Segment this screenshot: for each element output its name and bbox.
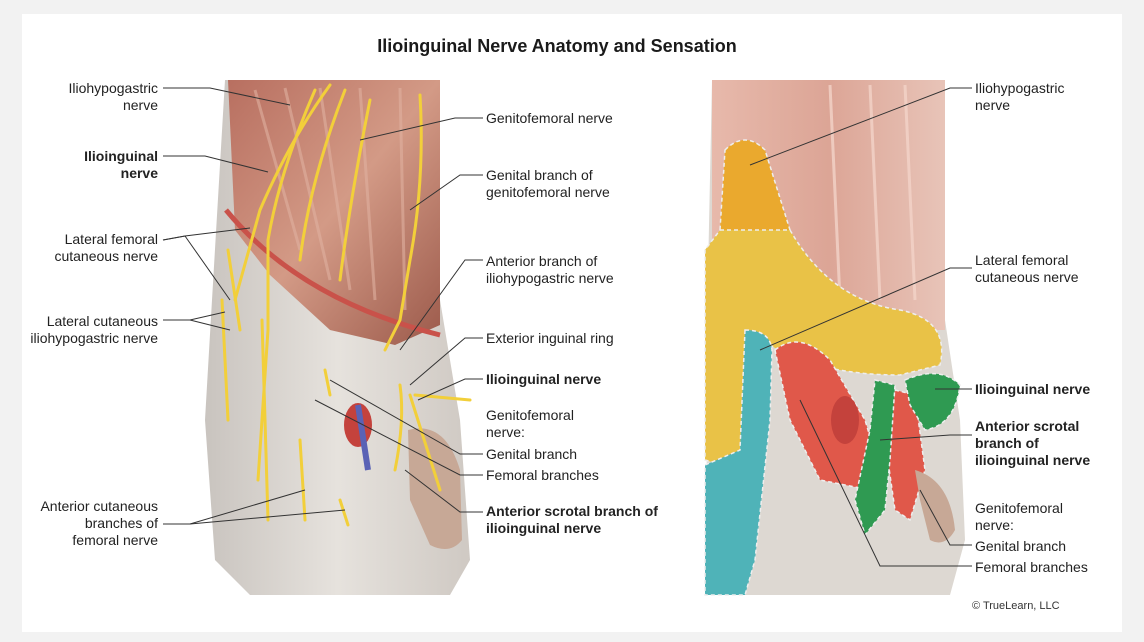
figure-title: Ilioinguinal Nerve Anatomy and Sensation <box>377 36 737 56</box>
genitofemoral-sensory-zone <box>774 341 881 491</box>
label-text: Ilioinguinal nerve <box>84 148 158 181</box>
label-iliohypogastric-nerve-right: Iliohypogastric nerve <box>975 80 1065 113</box>
label-text: Anterior cutaneous branches of femoral n… <box>40 498 158 548</box>
label-genitofemoral-nerve: Genitofemoral nerve <box>486 110 613 126</box>
label-iliohypogastric-nerve-left: Iliohypogastric nerve <box>20 80 159 114</box>
genitofemoral-sensory-zone-scrotal <box>884 389 926 522</box>
label-ilioinguinal-nerve-right: Ilioinguinal nerve <box>975 381 1091 397</box>
left-abdominal-muscle <box>228 80 440 345</box>
label-text: Lateral cutaneous iliohypogastric nerve <box>30 313 158 346</box>
label-ilioinguinal-nerve-middle: Ilioinguinal nerve <box>486 371 602 387</box>
copyright: © TrueLearn, LLC <box>972 600 1060 612</box>
right-sensation-illustration <box>704 80 965 596</box>
label-genital-branch-right: Genital branch <box>975 538 1067 554</box>
ilioinguinal-sensory-zone <box>854 379 896 537</box>
lateral-femoral-sensory-zone-upper <box>704 229 943 471</box>
label-anterior-cutaneous-femoral: Anterior cutaneous branches of femoral n… <box>10 498 158 549</box>
left-scrotum <box>408 428 462 549</box>
label-femoral-branches-right: Femoral branches <box>975 559 1088 575</box>
label-genitofemoral-header-middle: Genitofemoral nerve: <box>486 407 574 440</box>
label-anterior-scrotal-branch-right: Anterior scrotal branch of ilioinguinal … <box>975 418 1091 468</box>
lateral-femoral-sensory-zone-lower <box>704 329 773 596</box>
right-scrotum <box>915 470 955 543</box>
label-text: Iliohypogastric nerve <box>68 80 159 113</box>
left-spermatic-vein <box>355 404 371 471</box>
label-lateral-cutaneous-iliohypogastric: Lateral cutaneous iliohypogastric nerve <box>10 313 158 347</box>
label-lateral-femoral-cutaneous-right: Lateral femoral cutaneous nerve <box>975 252 1079 285</box>
label-genital-branch-middle: Genital branch <box>486 446 578 462</box>
label-text: Lateral femoral cutaneous nerve <box>54 231 158 264</box>
label-ilioinguinal-nerve-left: Ilioinguinal nerve <box>20 148 158 182</box>
label-femoral-branches-middle: Femoral branches <box>486 467 599 483</box>
right-spermatic-vessel <box>831 396 859 444</box>
label-anterior-branch-iliohypogastric: Anterior branch of iliohypogastric nerve <box>486 253 614 286</box>
label-exterior-inguinal-ring: Exterior inguinal ring <box>486 330 614 346</box>
label-anterior-scrotal-branch-middle: Anterior scrotal branch of ilioinguinal … <box>486 503 658 536</box>
left-anatomy-illustration <box>205 80 472 595</box>
leader-lines <box>162 87 972 567</box>
label-genital-branch-of-genitofemoral: Genital branch of genitofemoral nerve <box>486 167 610 200</box>
left-inguinal-ligament <box>224 208 441 338</box>
label-lateral-femoral-cutaneous-left: Lateral femoral cutaneous nerve <box>20 231 158 265</box>
label-genitofemoral-header-right: Genitofemoral nerve: <box>975 500 1063 533</box>
left-nerves <box>220 83 472 527</box>
right-muscle-fibers <box>828 84 917 301</box>
